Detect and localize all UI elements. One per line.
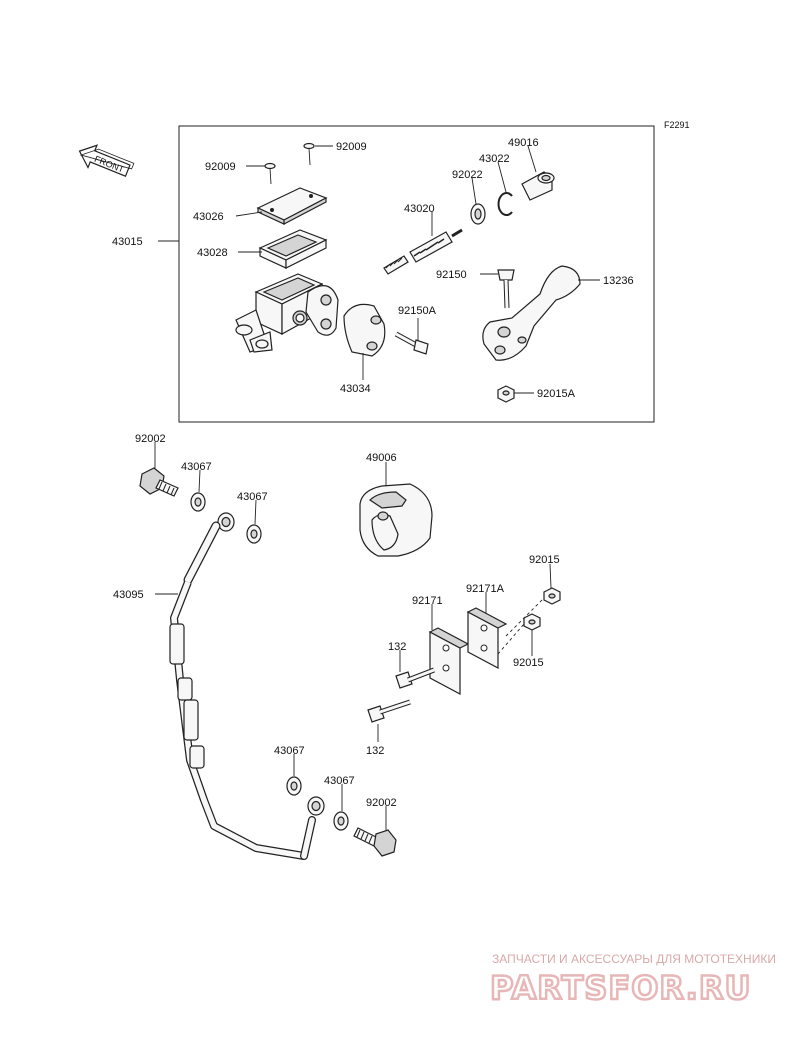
nut-92015A xyxy=(497,385,515,403)
label-43067-c: 43067 xyxy=(274,745,305,757)
label-49006: 49006 xyxy=(366,452,397,464)
label-43067-d: 43067 xyxy=(324,775,355,787)
label-92022: 92022 xyxy=(452,169,483,181)
label-13236: 13236 xyxy=(603,275,634,287)
screw-92009-right xyxy=(303,142,315,166)
washer-43067-c xyxy=(286,776,302,796)
washer-43067-b xyxy=(246,524,262,544)
washer-92022 xyxy=(470,203,486,225)
label-43095: 43095 xyxy=(113,589,144,601)
label-43028: 43028 xyxy=(197,247,228,259)
master-cylinder-body xyxy=(235,273,339,353)
circlip-43022 xyxy=(497,192,513,216)
label-43026: 43026 xyxy=(193,211,224,223)
label-92015-upper: 92015 xyxy=(529,554,560,566)
label-43034: 43034 xyxy=(340,383,371,395)
front-arrow-icon: FRONT xyxy=(78,144,135,177)
label-92171: 92171 xyxy=(412,595,443,607)
banjo-bolt-92002-bottom xyxy=(353,827,397,857)
lever-13236 xyxy=(482,265,581,361)
label-43022: 43022 xyxy=(479,153,510,165)
nut-92015-upper xyxy=(543,587,561,605)
label-132-upper: 132 xyxy=(388,641,406,653)
label-92150: 92150 xyxy=(436,269,467,281)
pivot-bolt-92150 xyxy=(497,269,515,309)
label-92009-left: 92009 xyxy=(205,161,236,173)
guard-49006 xyxy=(359,483,433,557)
washer-43067-d xyxy=(333,811,349,831)
label-92015A: 92015A xyxy=(537,388,576,400)
label-92002-bottom: 92002 xyxy=(366,797,397,809)
label-43067-a: 43067 xyxy=(181,461,212,473)
banjo-bolt-92002-top xyxy=(139,467,179,497)
label-132-lower: 132 xyxy=(366,745,384,757)
bracket-92171 xyxy=(428,627,470,695)
diaphragm-43028 xyxy=(258,229,328,269)
label-92015-lower: 92015 xyxy=(513,657,544,669)
clamp-43034 xyxy=(343,303,386,357)
bolt-92150A xyxy=(394,331,429,355)
bracket-92171A xyxy=(466,607,508,669)
watermark-logo: PARTSFOR.RU xyxy=(490,969,751,1007)
reservoir-cap-43026 xyxy=(256,187,328,225)
assembly-frame xyxy=(178,125,655,423)
label-92150A: 92150A xyxy=(398,305,437,317)
screw-92009-left xyxy=(264,162,276,185)
label-49016: 49016 xyxy=(508,137,539,149)
washer-43067-a xyxy=(190,492,206,512)
label-43020: 43020 xyxy=(404,203,435,215)
nut-92015-lower xyxy=(523,613,541,631)
piston-kit-43020 xyxy=(383,228,463,275)
label-92171A: 92171A xyxy=(466,583,505,595)
figure-code: F2291 xyxy=(664,120,690,130)
label-43067-b: 43067 xyxy=(237,491,268,503)
label-92002-top: 92002 xyxy=(135,433,166,445)
assembly-label: 43015 xyxy=(112,236,143,248)
dust-boot-49016 xyxy=(521,171,555,201)
watermark-subtitle: ЗАПЧАСТИ И АКСЕССУАРЫ ДЛЯ МОТОТЕХНИКИ xyxy=(492,952,776,966)
bolt-132-upper xyxy=(395,667,435,689)
brake-hose-43095 xyxy=(169,512,325,860)
label-92009-right: 92009 xyxy=(336,141,367,153)
bolt-132-lower xyxy=(367,699,411,723)
